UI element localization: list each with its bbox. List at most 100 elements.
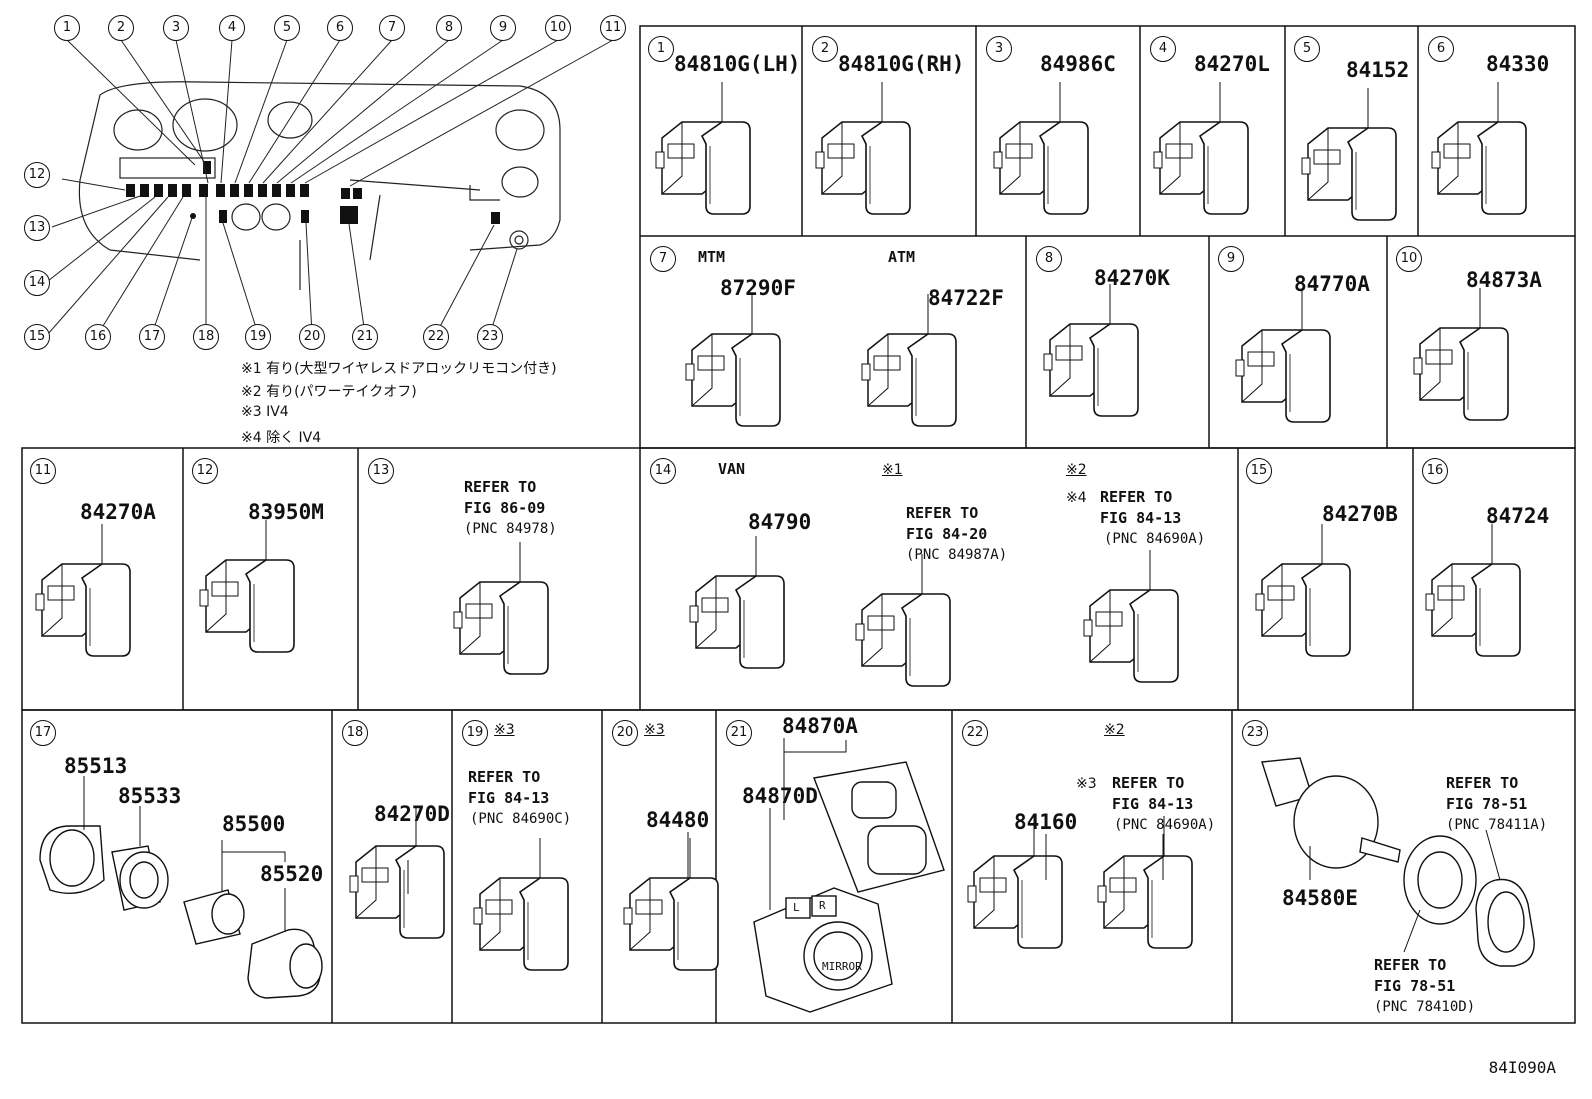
cell-23-ref1-line1: REFER TO xyxy=(1446,774,1519,792)
cell-2-index: 2 xyxy=(812,36,838,62)
cell-7-index: 7 xyxy=(650,246,676,272)
cell-18-index: 18 xyxy=(342,720,368,746)
cell-23-ref1-line3: (PNC 78411A) xyxy=(1446,817,1548,833)
callout-10[interactable]: 10 xyxy=(545,15,571,41)
cell-17-index: 17 xyxy=(30,720,56,746)
callout-5[interactable]: 5 xyxy=(274,15,300,41)
cell-12-index: 12 xyxy=(192,458,218,484)
cell-14-note4: ※4 xyxy=(1066,490,1087,506)
cell-5-index: 5 xyxy=(1294,36,1320,62)
cell-3-index: 3 xyxy=(986,36,1012,62)
cell-23-index: 23 xyxy=(1242,720,1268,746)
cell-22-note: ※2 xyxy=(1104,722,1125,738)
callout-14[interactable]: 14 xyxy=(24,270,50,296)
cell-12-part-number: 83950M xyxy=(248,500,324,524)
callout-20[interactable]: 20 xyxy=(299,324,325,350)
cell-10-index: 10 xyxy=(1396,246,1422,272)
callout-3[interactable]: 3 xyxy=(163,15,189,41)
cell-21-index: 21 xyxy=(726,720,752,746)
cell-22-ref-line3: (PNC 84690A) xyxy=(1114,817,1216,833)
cell-14-ref1-line3: (PNC 84987A) xyxy=(906,547,1008,563)
cell-16-index: 16 xyxy=(1422,458,1448,484)
cell-4-index: 4 xyxy=(1150,36,1176,62)
cell-15-part-number: 84270B xyxy=(1322,502,1398,526)
callout-16[interactable]: 16 xyxy=(85,324,111,350)
cell-14-note1: ※1 xyxy=(882,462,903,478)
callout-18[interactable]: 18 xyxy=(193,324,219,350)
cell-13-index: 13 xyxy=(368,458,394,484)
cell-10-part-number: 84873A xyxy=(1466,268,1542,292)
cell-19-ref-line1: REFER TO xyxy=(468,768,541,786)
mirror-label: MIRROR xyxy=(822,960,862,973)
mirror-l-label: L xyxy=(793,901,800,914)
cell-5-part-number: 84152 xyxy=(1346,58,1410,82)
callout-1[interactable]: 1 xyxy=(54,15,80,41)
cell-13-ref-line2: FIG 86-09 xyxy=(464,499,546,517)
cell-14-note2: ※2 xyxy=(1066,462,1087,478)
cell-22-note3: ※3 xyxy=(1076,776,1097,792)
cell-22-index: 22 xyxy=(962,720,988,746)
cell-19-ref-line2: FIG 84-13 xyxy=(468,789,550,807)
cell-14-ref2-line2: FIG 84-13 xyxy=(1100,509,1182,527)
cell-9-part-number: 84770A xyxy=(1294,272,1370,296)
cell-2-part-number: 84810G(RH) xyxy=(838,52,965,76)
callout-13[interactable]: 13 xyxy=(24,215,50,241)
cell-20-note: ※3 xyxy=(644,722,665,738)
cell-16-part-number: 84724 xyxy=(1486,504,1550,528)
cell-14-ref2-line3: (PNC 84690A) xyxy=(1104,531,1206,547)
cell-3-part-number: 84986C xyxy=(1040,52,1116,76)
cell-19-index: 19 xyxy=(462,720,488,746)
callout-11[interactable]: 11 xyxy=(600,15,626,41)
cell-1-part-number: 84810G(LH) xyxy=(674,52,801,76)
cell-7-atm-label: ATM xyxy=(888,248,916,266)
cell-19-ref-line3: (PNC 84690C) xyxy=(470,811,572,827)
figure-code: 84I090A xyxy=(1488,1058,1556,1077)
callout-4[interactable]: 4 xyxy=(219,15,245,41)
note-4: ※4 除く IV4 xyxy=(241,430,322,446)
mirror-r-label: R xyxy=(819,899,826,912)
callout-9[interactable]: 9 xyxy=(490,15,516,41)
cell-11-part-number: 84270A xyxy=(80,500,156,524)
cell-23-ref2-line1: REFER TO xyxy=(1374,956,1447,974)
callout-21[interactable]: 21 xyxy=(352,324,378,350)
cell-8-part-number: 84270K xyxy=(1094,266,1170,290)
cell-17-pn-85513: 85513 xyxy=(64,754,128,778)
note-2: ※2 有り(パワーテイクオフ) xyxy=(241,384,417,400)
cell-6-index: 6 xyxy=(1428,36,1454,62)
note-1: ※1 有り(大型ワイヤレスドアロックリモコン付き) xyxy=(241,361,557,377)
callout-2[interactable]: 2 xyxy=(108,15,134,41)
callout-8[interactable]: 8 xyxy=(436,15,462,41)
callout-6[interactable]: 6 xyxy=(327,15,353,41)
cell-14-part-number: 84790 xyxy=(748,510,812,534)
cell-14-ref1-line1: REFER TO xyxy=(906,504,979,522)
cell-6-part-number: 84330 xyxy=(1486,52,1550,76)
cell-14-van-label: VAN xyxy=(718,460,746,478)
callout-12[interactable]: 12 xyxy=(24,162,50,188)
callout-7[interactable]: 7 xyxy=(379,15,405,41)
cell-9-index: 9 xyxy=(1218,246,1244,272)
callout-15[interactable]: 15 xyxy=(24,324,50,350)
cell-4-part-number: 84270L xyxy=(1194,52,1270,76)
cell-11-index: 11 xyxy=(30,458,56,484)
cell-23-ref2-line2: FIG 78-51 xyxy=(1374,977,1456,995)
cell-22-part-number: 84160 xyxy=(1014,810,1078,834)
callout-19[interactable]: 19 xyxy=(245,324,271,350)
cell-20-part-number: 84480 xyxy=(646,808,710,832)
cell-22-ref-line1: REFER TO xyxy=(1112,774,1185,792)
cell-23-ref2-line3: (PNC 78410D) xyxy=(1374,999,1476,1015)
cell-17-pn-85533: 85533 xyxy=(118,784,182,808)
cell-15-index: 15 xyxy=(1246,458,1272,484)
cell-21-pn-84870D: 84870D xyxy=(742,784,818,808)
cell-23-ref1-line2: FIG 78-51 xyxy=(1446,795,1528,813)
callout-23[interactable]: 23 xyxy=(477,324,503,350)
cell-18-part-number: 84270D xyxy=(374,802,450,826)
callout-22[interactable]: 22 xyxy=(423,324,449,350)
callout-17[interactable]: 17 xyxy=(139,324,165,350)
cell-22-ref-line2: FIG 84-13 xyxy=(1112,795,1194,813)
cell-7-mtm-label: MTM xyxy=(698,248,726,266)
cell-14-ref1-line2: FIG 84-20 xyxy=(906,525,988,543)
cell-8-index: 8 xyxy=(1036,246,1062,272)
